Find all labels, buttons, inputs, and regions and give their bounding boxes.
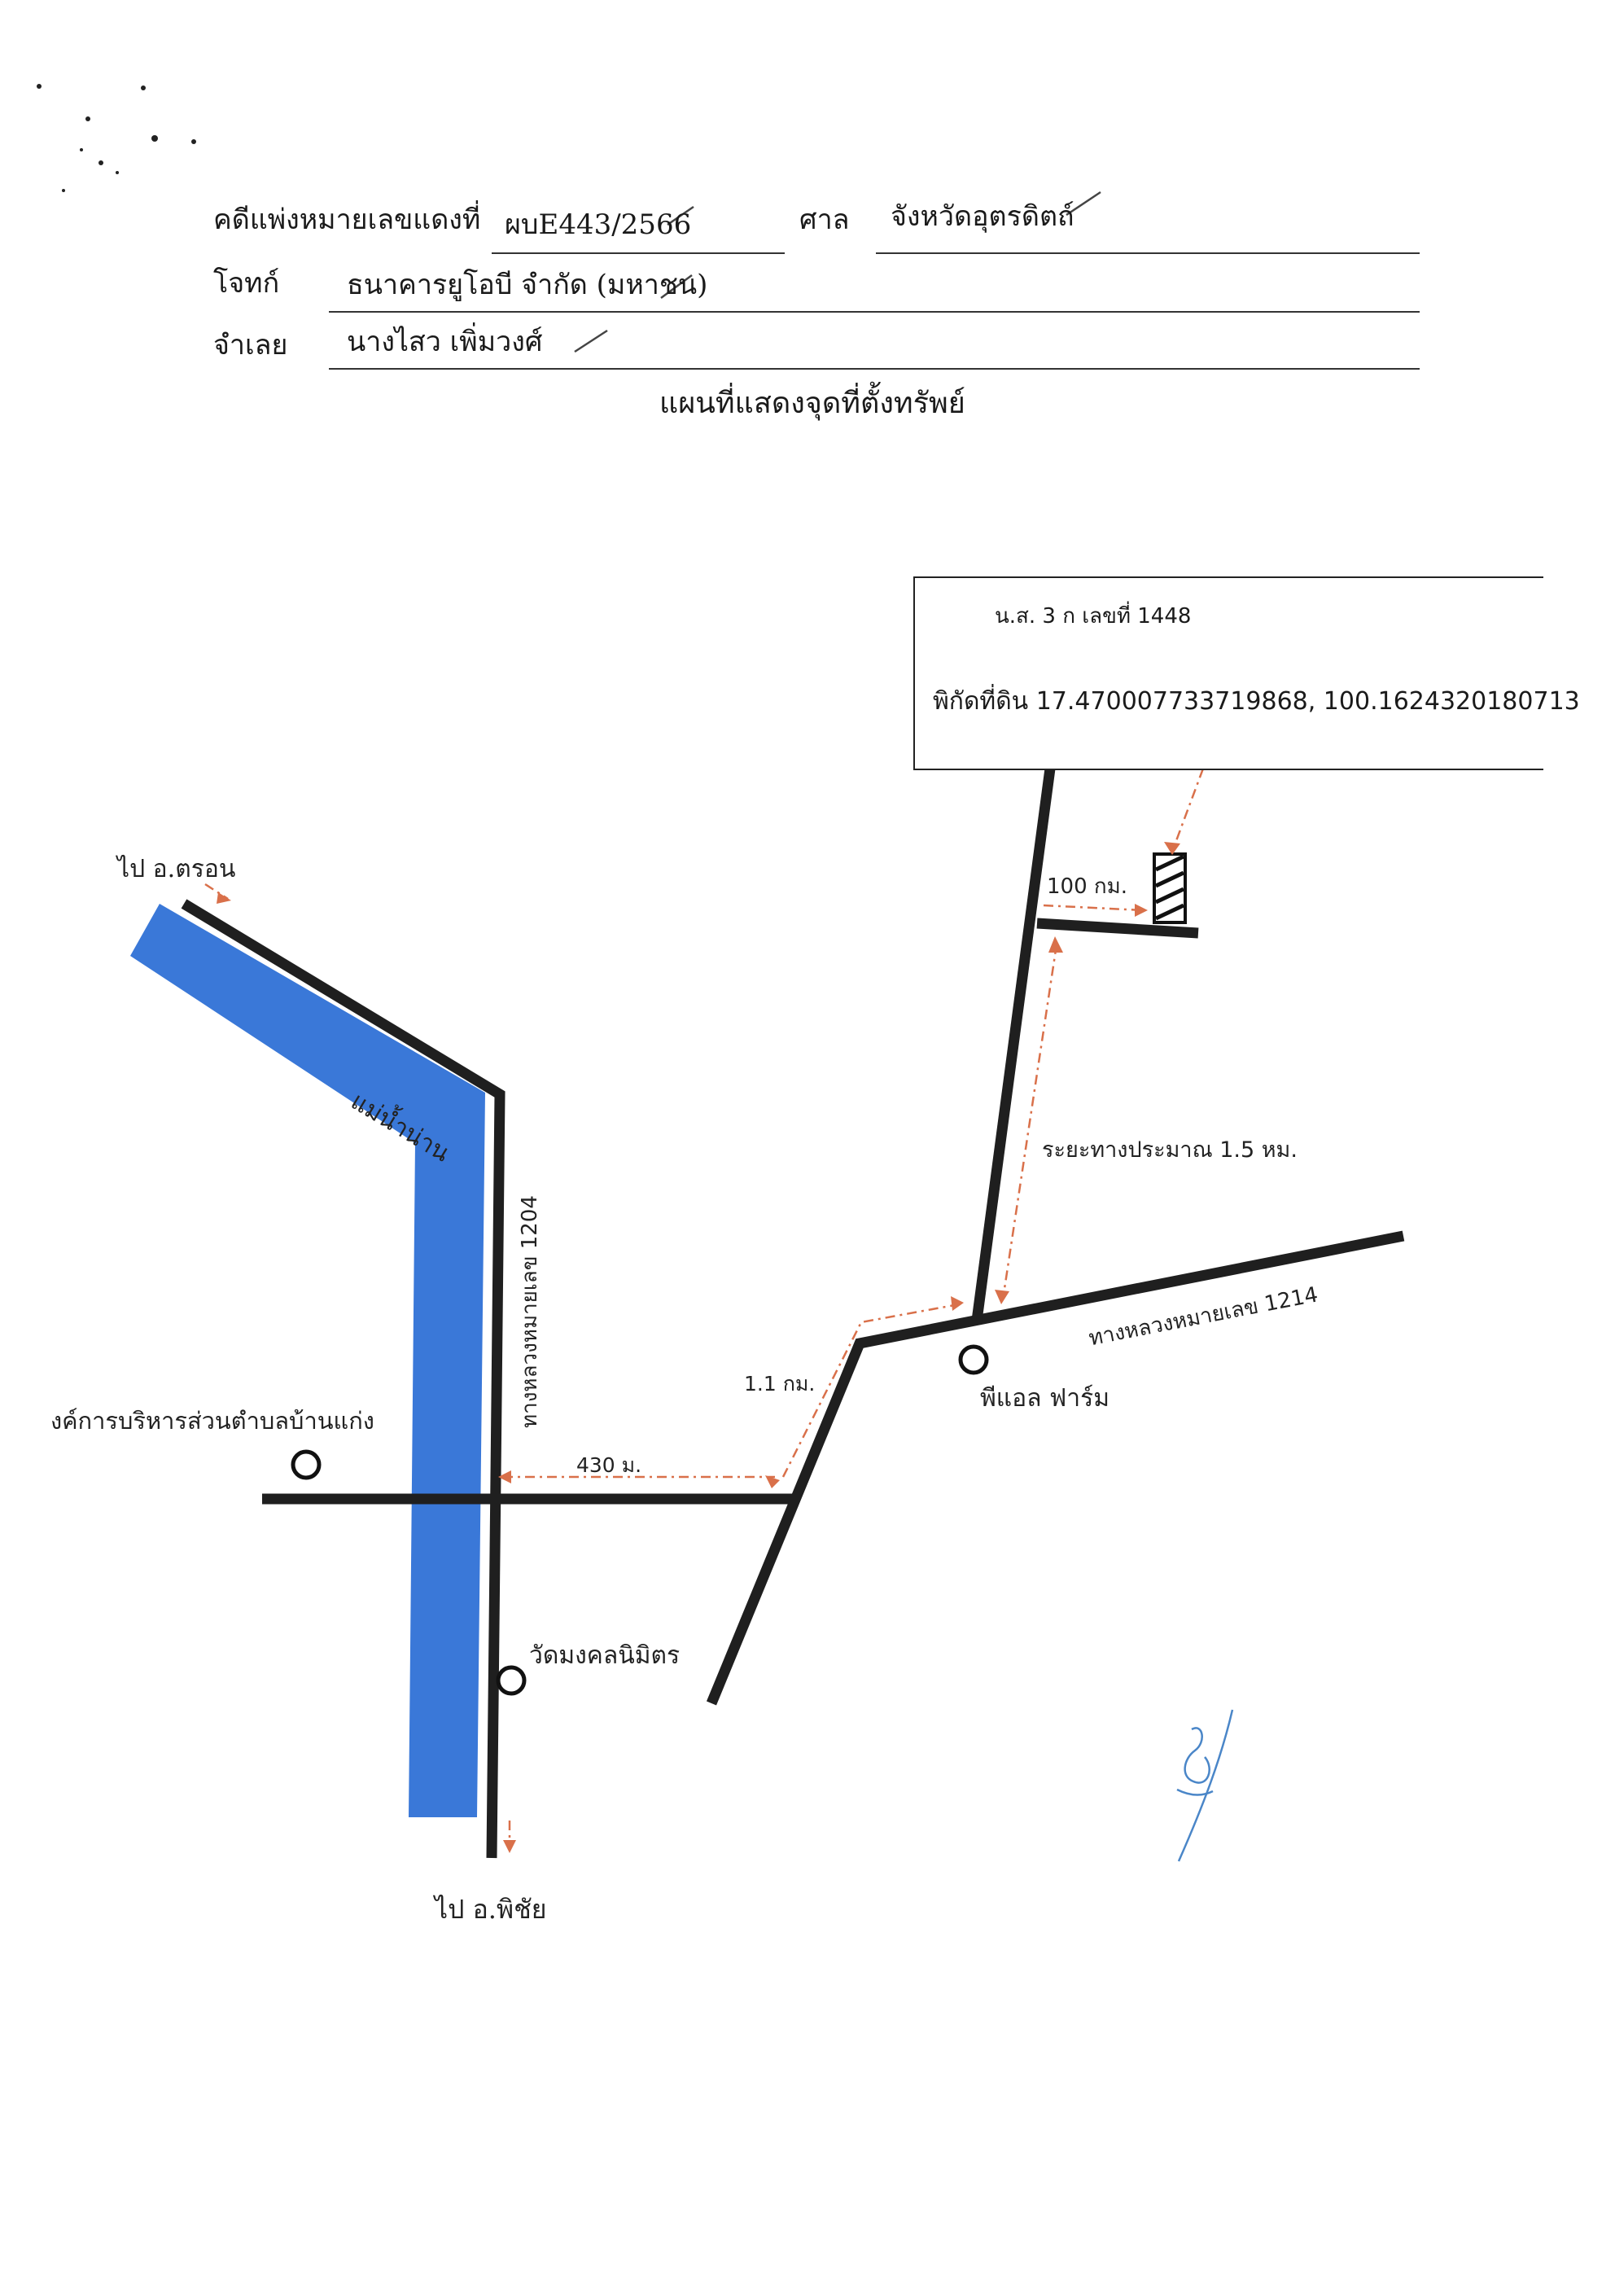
label-tao: งค์การบริหารส่วนตำบลบ้านแก่ง xyxy=(50,1407,374,1435)
direction-arrow-icon xyxy=(217,842,1180,1853)
court-rule xyxy=(876,252,1420,254)
label-pl-farm: พีแอล ฟาร์ม xyxy=(980,1384,1110,1413)
scan-speckles xyxy=(37,84,196,192)
river-nan xyxy=(130,904,485,1817)
road-diagonal xyxy=(706,1230,1405,1706)
wat-circle xyxy=(496,1665,527,1696)
defendant-value: นางไสว เพิ่มวงศ์ xyxy=(347,326,543,358)
deed-number: น.ส. 3 ก เลขที่ 1448 xyxy=(995,604,1192,629)
case-number-value: ผบE443/2566 xyxy=(505,208,692,241)
defendant-label: จำเลย xyxy=(213,329,288,361)
map-title: แผนที่แสดงจุดที่ตั้งทรัพย์ xyxy=(659,387,965,420)
plaintiff-rule xyxy=(329,311,1420,313)
case-number-label: คดีแพ่งหมายเลขแดงที่ xyxy=(213,204,481,236)
landmark-circle-icon xyxy=(291,1344,989,1696)
label-to-tron: ไป อ.ตรอน xyxy=(117,855,236,883)
label-distance-430: 430 ม. xyxy=(576,1453,642,1477)
court-label: ศาล xyxy=(799,204,850,236)
road-1204 xyxy=(181,899,506,1859)
label-distance-100: 100 กม. xyxy=(1047,874,1128,899)
case-number-rule xyxy=(492,252,785,254)
dash-box-to-marker xyxy=(1171,768,1205,852)
label-wat: วัดมงคลนิมิตร xyxy=(529,1641,681,1670)
dash-100 xyxy=(1043,904,1144,912)
label-highway-1204: ทางหลวงหมายเลข 1204 xyxy=(518,1195,542,1428)
plaintiff-value: ธนาคารยูโอบี จำกัด (มหาชน) xyxy=(347,269,708,301)
plaintiff-label: โจทก์ xyxy=(213,267,280,300)
tao-circle xyxy=(291,1449,322,1480)
dash-1-5 xyxy=(1001,944,1058,1300)
roads xyxy=(181,768,1405,1859)
road-spur xyxy=(1036,918,1199,939)
info-box xyxy=(913,576,1543,770)
label-distance-1-1: 1.1 กม. xyxy=(744,1372,816,1396)
property-marker-icon xyxy=(1153,852,1187,924)
signature-mark xyxy=(1176,1709,1234,1862)
court-value: จังหวัดอุตรดิตถ์ xyxy=(891,200,1074,233)
label-distance-1-5: ระยะทางประมาณ 1.5 หม. xyxy=(1042,1137,1298,1163)
coordinates-text: พิกัดที่ดิน 17.470007733719868, 100.1624… xyxy=(933,687,1580,716)
road-north xyxy=(971,768,1056,1321)
defendant-rule xyxy=(329,368,1420,370)
label-to-phichai: ไป อ.พิชัย xyxy=(435,1894,547,1925)
pl-farm-circle xyxy=(958,1344,989,1375)
